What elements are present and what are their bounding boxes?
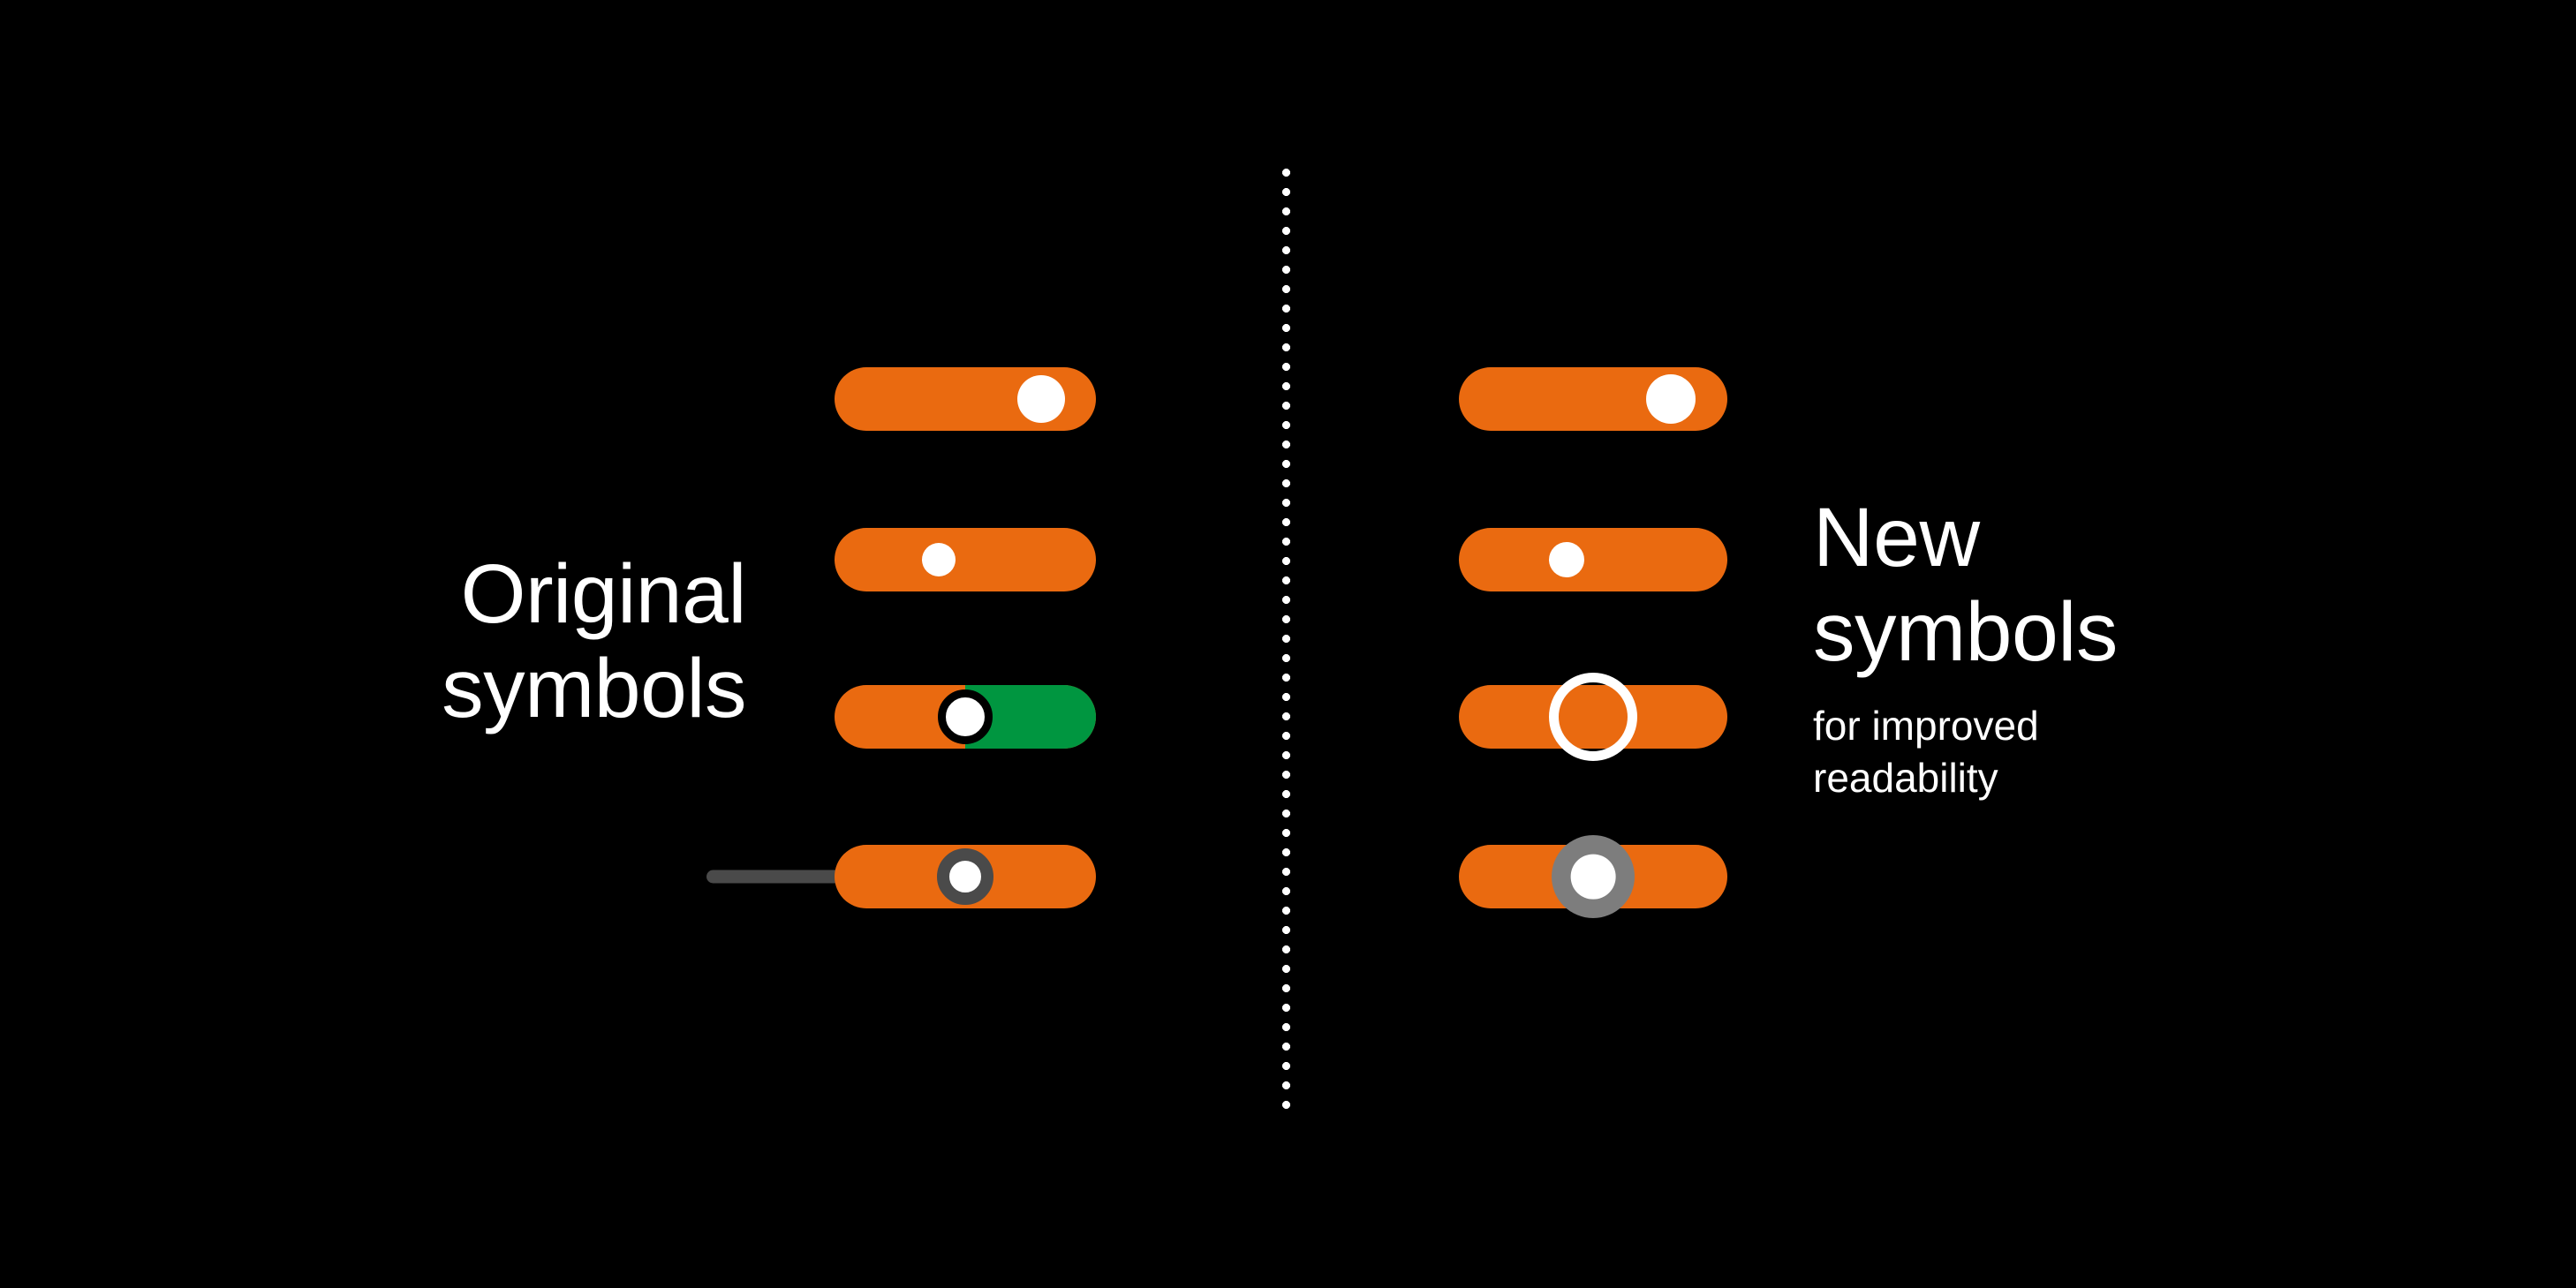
new-toggle-on-knob-right[interactable] <box>1459 367 1727 431</box>
original-toggle-with-connector-line[interactable] <box>706 845 1096 908</box>
toggle-track <box>1459 528 1727 591</box>
new-symbols-headline: New symbols <box>1813 491 2118 680</box>
toggle-knob[interactable] <box>1548 542 1584 577</box>
toggle-knob[interactable] <box>1549 673 1637 761</box>
toggle-knob[interactable] <box>937 848 993 905</box>
toggle-knob[interactable] <box>922 543 956 576</box>
new-toggle-outline-ring-marker[interactable] <box>1459 673 1727 761</box>
toggle-knob[interactable] <box>1552 835 1635 918</box>
toggle-knob[interactable] <box>1646 374 1696 424</box>
toggle-knob[interactable] <box>1016 375 1065 423</box>
original-symbols-column <box>706 0 1096 1288</box>
original-symbols-label: Original symbols <box>265 547 746 737</box>
new-symbols-column <box>1459 0 1727 1288</box>
toggle-knob-inner <box>1570 854 1616 900</box>
original-toggle-on-knob-right[interactable] <box>835 367 1096 431</box>
original-toggle-knob-center-small[interactable] <box>835 528 1096 591</box>
new-toggle-gray-disc-marker[interactable] <box>1459 835 1727 918</box>
new-symbols-label: New symbols for improved readability <box>1813 491 2361 803</box>
dotted-divider <box>1281 168 1291 1117</box>
original-symbols-headline: Original symbols <box>442 547 746 736</box>
toggle-track <box>835 528 1096 591</box>
new-toggle-knob-center-small[interactable] <box>1459 528 1727 591</box>
toggle-knob[interactable] <box>938 689 993 744</box>
new-symbols-subline: for improved readability <box>1813 702 2039 801</box>
original-toggle-split-orange-green[interactable] <box>835 685 1096 749</box>
